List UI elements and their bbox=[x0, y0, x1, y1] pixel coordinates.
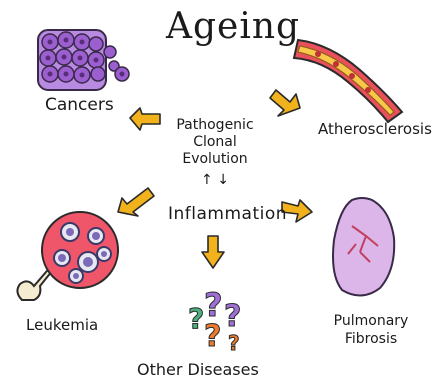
svg-text:?: ? bbox=[224, 299, 241, 334]
label-atherosclerosis: Atherosclerosis bbox=[318, 120, 432, 138]
svg-text:?: ? bbox=[228, 331, 240, 355]
center-line-clonal: Clonal bbox=[170, 134, 260, 151]
arrow-to-cancers bbox=[130, 108, 160, 130]
svg-text:?: ? bbox=[204, 319, 221, 354]
center-line-pathogenic: Pathogenic bbox=[170, 117, 260, 134]
center-mechanism: Pathogenic Clonal Evolution ↑ ↓ bbox=[170, 117, 260, 189]
label-pulmonary: Pulmonary bbox=[331, 312, 411, 330]
leukemia-bone-icon bbox=[17, 212, 118, 300]
arrow-to-atherosclerosis bbox=[270, 90, 300, 116]
artery-icon bbox=[294, 40, 402, 122]
center-line-evolution: Evolution bbox=[170, 151, 260, 168]
label-fibrosis: Fibrosis bbox=[331, 330, 411, 348]
label-inflammation: Inflammation bbox=[168, 204, 287, 224]
arrow-to-leukemia bbox=[118, 188, 154, 216]
label-pulmonary-fibrosis: Pulmonary Fibrosis bbox=[331, 312, 411, 348]
svg-text:?: ? bbox=[188, 302, 204, 335]
label-leukemia: Leukemia bbox=[26, 316, 98, 334]
arrow-to-other bbox=[202, 236, 224, 268]
question-marks-icon: ? ? ? ? ? bbox=[188, 286, 241, 355]
label-cancers: Cancers bbox=[45, 95, 114, 115]
diagram-title: Ageing bbox=[166, 6, 300, 47]
updown-arrows: ↑ ↓ bbox=[170, 172, 260, 189]
lung-icon bbox=[333, 198, 394, 296]
label-other-diseases: Other Diseases bbox=[137, 360, 259, 379]
cancer-cells-icon bbox=[38, 30, 129, 90]
